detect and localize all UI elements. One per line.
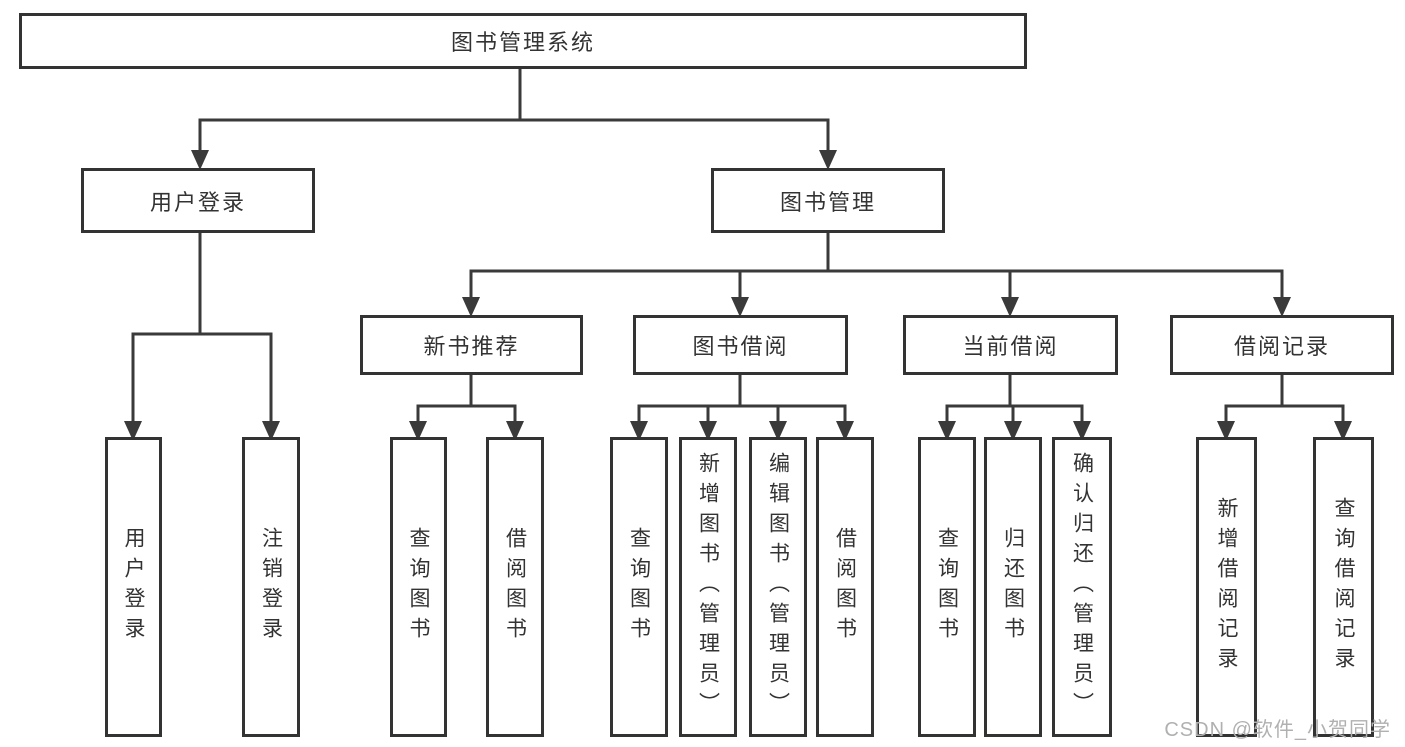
leaf-label: 查询图书 <box>935 527 959 647</box>
leaf-query-books-current: 查询图书 <box>918 437 976 737</box>
leaf-label: 查询借阅记录 <box>1332 497 1356 677</box>
connector-group-book-borrowing <box>630 373 854 441</box>
node-book-management: 图书管理 <box>711 168 945 233</box>
leaf-label: 新增借阅记录 <box>1215 497 1239 677</box>
leaf-label: 查询图书 <box>407 527 431 647</box>
leaf-confirm-return-admin: 确认归还（管理员） <box>1052 437 1112 737</box>
node-label: 当前借阅 <box>962 334 1059 359</box>
connector-group-borrowing-records <box>1217 373 1352 441</box>
leaf-add-borrow-record: 新增借阅记录 <box>1196 437 1257 737</box>
node-label: 图书管理 <box>779 189 876 215</box>
leaf-logout: 注销登录 <box>242 437 300 737</box>
connector-group-new-book-recommend <box>409 373 524 441</box>
leaf-label: 查询图书 <box>627 527 651 647</box>
node-label: 图书借阅 <box>692 334 789 359</box>
leaf-user-login: 用户登录 <box>105 437 162 737</box>
connector-group-current-borrowing <box>938 373 1091 441</box>
connector-group-book-management <box>462 231 1291 317</box>
leaf-query-borrow-record: 查询借阅记录 <box>1313 437 1374 737</box>
node-label: 借阅记录 <box>1233 334 1330 359</box>
leaf-borrow-books-recommend: 借阅图书 <box>486 437 544 737</box>
leaf-label: 归还图书 <box>1001 527 1025 647</box>
node-current-borrowing: 当前借阅 <box>903 315 1118 375</box>
connector-group-root <box>191 67 837 170</box>
leaf-add-books-admin: 新增图书（管理员） <box>679 437 737 737</box>
node-borrowing-records: 借阅记录 <box>1170 315 1394 375</box>
node-new-book-recommend: 新书推荐 <box>360 315 583 375</box>
leaf-label: 借阅图书 <box>503 527 527 647</box>
csdn-watermark: CSDN @软件_小贺同学 <box>1164 719 1391 741</box>
leaf-query-books-recommend: 查询图书 <box>390 437 447 737</box>
node-user-login: 用户登录 <box>81 168 315 233</box>
leaf-label: 用户登录 <box>122 527 146 647</box>
leaf-label: 借阅图书 <box>833 527 857 647</box>
node-label: 新书推荐 <box>423 334 520 359</box>
leaf-borrow-books: 借阅图书 <box>816 437 874 737</box>
leaf-edit-books-admin: 编辑图书（管理员） <box>749 437 807 737</box>
leaf-label: 注销登录 <box>259 527 283 647</box>
leaf-label: 编辑图书（管理员） <box>766 452 790 722</box>
node-book-borrowing: 图书借阅 <box>633 315 848 375</box>
node-label: 图书管理系统 <box>450 30 595 55</box>
node-book-management-system: 图书管理系统 <box>19 13 1027 69</box>
leaf-query-books-borrowing: 查询图书 <box>610 437 668 737</box>
node-label: 用户登录 <box>149 189 246 215</box>
connector-group-user-login <box>124 231 280 441</box>
leaf-label: 确认归还（管理员） <box>1070 452 1094 722</box>
leaf-label: 新增图书（管理员） <box>696 452 720 722</box>
leaf-return-books: 归还图书 <box>984 437 1042 737</box>
